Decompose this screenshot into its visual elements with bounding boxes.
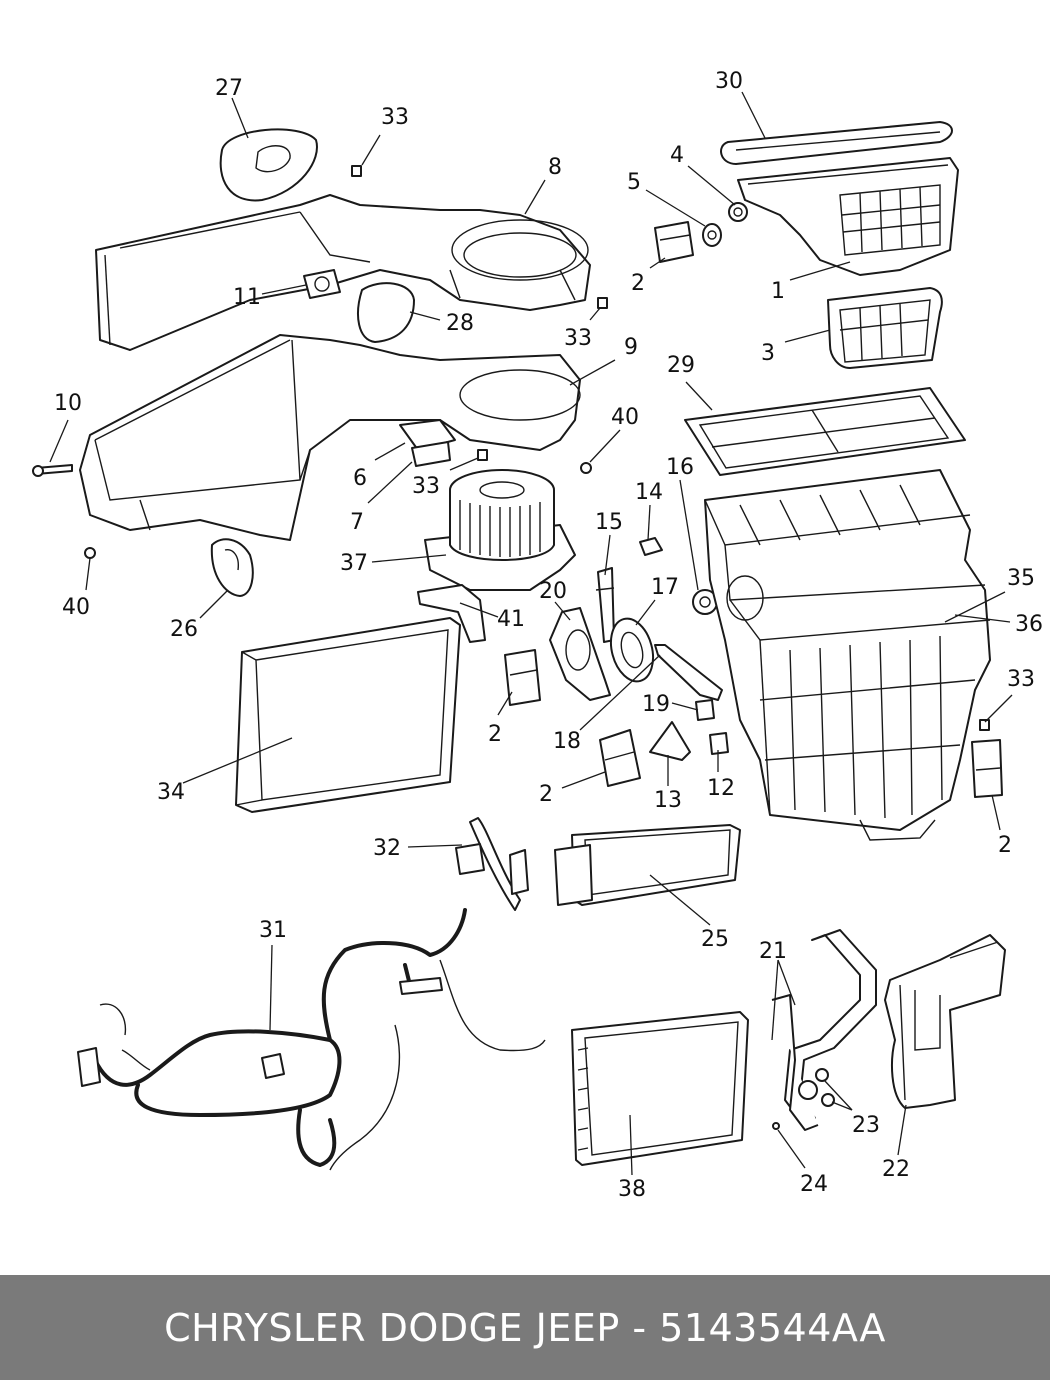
part-21-tubes	[771, 929, 877, 1131]
callout-37: 37	[340, 551, 368, 576]
part-33-clip-c	[477, 449, 488, 461]
callout-2: 2	[631, 271, 645, 296]
callout-34: 34	[157, 780, 185, 805]
part-33-clip-a	[351, 165, 362, 177]
callouts: 27 33 8 30 4 5 2 1 11 28 33 3 9 29 10 40…	[54, 69, 1043, 1202]
part-14-clip	[639, 537, 663, 556]
part-2-actuator-a	[654, 221, 694, 263]
part-15-lever	[595, 567, 615, 643]
part-1-filter-housing	[737, 157, 959, 276]
part-41-duct	[417, 584, 486, 643]
part-22-duct	[884, 934, 1006, 1109]
part-4-knob	[728, 202, 748, 222]
callout-3: 3	[761, 341, 775, 366]
footer-banner: CHRYSLER DODGE JEEP - 5143544AA	[0, 1275, 1050, 1380]
callout-19: 19	[642, 692, 670, 717]
callout-41: 41	[497, 607, 525, 632]
part-28-filter-pad	[357, 282, 415, 343]
leader-lines	[49, 91, 1013, 1176]
part-13-bracket	[649, 721, 691, 761]
callout-40: 40	[611, 405, 639, 430]
part-40-nut-a	[84, 547, 96, 559]
callout-7: 7	[350, 510, 364, 535]
callout-2: 2	[998, 833, 1012, 858]
part-2-actuator-b	[504, 649, 541, 706]
part-40-nut-b	[580, 462, 592, 474]
part-32-bracket	[455, 817, 529, 911]
callout-2: 2	[488, 722, 502, 747]
callout-25: 25	[701, 927, 729, 952]
callout-4: 4	[670, 143, 684, 168]
part-30-gasket	[720, 121, 953, 165]
part-9-lower-housing	[79, 334, 581, 541]
part-27-seal	[219, 128, 318, 202]
part-25-heater-core	[554, 824, 741, 906]
part-33-clip-b	[597, 297, 608, 309]
part-16-gear	[692, 589, 718, 615]
part-18-arm	[654, 644, 723, 701]
callout-9: 9	[624, 335, 638, 360]
part-3-filter	[827, 287, 943, 369]
part-34-evaporator	[235, 617, 461, 813]
part-38-heater-core	[571, 1011, 749, 1166]
callout-33: 33	[412, 474, 440, 499]
part-8-upper-housing	[95, 194, 591, 351]
callout-20: 20	[539, 579, 567, 604]
callout-31: 31	[259, 918, 287, 943]
callout-17: 17	[651, 575, 679, 600]
callout-32: 32	[373, 836, 401, 861]
callout-27: 27	[215, 76, 243, 101]
callout-21: 21	[759, 939, 787, 964]
callout-33: 33	[564, 326, 592, 351]
callout-28: 28	[446, 311, 474, 336]
callout-13: 13	[654, 788, 682, 813]
part-24-screw	[772, 1122, 780, 1130]
callout-26: 26	[170, 617, 198, 642]
callout-33: 33	[1007, 667, 1035, 692]
callout-2: 2	[539, 782, 553, 807]
part-23-oring-b	[821, 1093, 835, 1107]
callout-11: 11	[233, 285, 261, 310]
callout-22: 22	[882, 1157, 910, 1182]
callout-6: 6	[353, 466, 367, 491]
part-20-link	[549, 607, 611, 701]
part-26-seal	[210, 538, 254, 597]
part-number-caption: CHRYSLER DODGE JEEP - 5143544AA	[164, 1305, 886, 1350]
callout-8: 8	[548, 155, 562, 180]
part-33-clip-d	[979, 719, 990, 731]
callout-18: 18	[553, 729, 581, 754]
callout-29: 29	[667, 353, 695, 378]
part-31-wire-harness	[77, 908, 546, 1171]
callout-16: 16	[666, 455, 694, 480]
part-7-connector	[411, 441, 451, 467]
part-10-screw	[32, 464, 73, 477]
hvac-exploded-diagram: 27 33 8 30 4 5 2 1 11 28 33 3 9 29 10 40…	[32, 69, 1043, 1202]
part-11-motor	[303, 269, 341, 299]
callout-1: 1	[771, 279, 785, 304]
part-29-filter-frame	[684, 387, 966, 476]
part-5-bushing	[702, 223, 722, 247]
part-17-cam	[609, 617, 655, 683]
part-37-blower	[424, 469, 576, 591]
callout-33: 33	[381, 105, 409, 130]
callout-15: 15	[595, 510, 623, 535]
callout-10: 10	[54, 391, 82, 416]
part-12-plug	[709, 732, 729, 755]
callout-36: 36	[1015, 612, 1043, 637]
callout-40: 40	[62, 595, 90, 620]
callout-12: 12	[707, 776, 735, 801]
part-35-36-hvac-case	[704, 469, 991, 841]
callout-38: 38	[618, 1177, 646, 1202]
part-2-actuator-c	[599, 729, 641, 787]
callout-5: 5	[627, 170, 641, 195]
callout-14: 14	[635, 480, 663, 505]
callout-30: 30	[715, 69, 743, 94]
callout-24: 24	[800, 1172, 828, 1197]
part-23-oring-a	[815, 1068, 829, 1082]
part-19-pivot	[695, 699, 715, 721]
part-2-actuator-d	[971, 739, 1003, 798]
callout-23: 23	[852, 1113, 880, 1138]
callout-35: 35	[1007, 566, 1035, 591]
